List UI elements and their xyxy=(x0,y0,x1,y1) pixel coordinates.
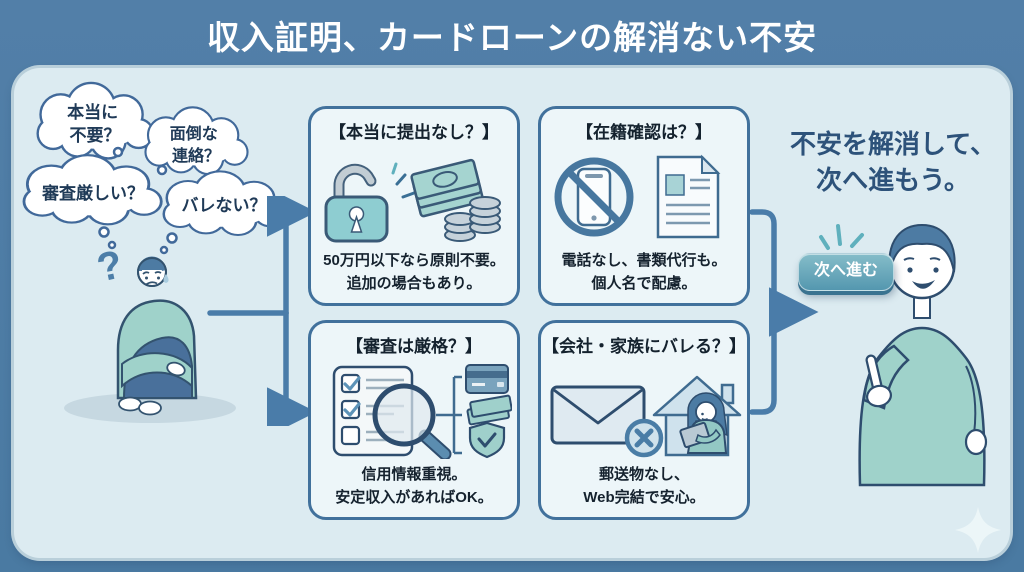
page-title: 収入証明、カードローンの解消ない不安 xyxy=(206,19,818,56)
heading-line: 不安を解消して、 xyxy=(790,129,996,159)
card-text-line: 郵送物なし、 xyxy=(598,466,689,483)
heading-line: 次へ進もう。 xyxy=(816,165,970,195)
closing-heading: 不安を解消して、 次へ進もう。 xyxy=(770,126,1016,198)
svg-text:面倒な 連絡？: 面倒な 連絡？ xyxy=(170,124,222,165)
svg-text:審査厳しい？: 審査厳しい？ xyxy=(41,183,144,203)
seated-person xyxy=(116,256,198,416)
svg-text:バレない？: バレない？ xyxy=(182,196,267,215)
credit-card-icon xyxy=(465,363,509,394)
svg-text:本当に 不要？: 本当に 不要？ xyxy=(67,102,123,145)
home-with-tablet-icon xyxy=(652,375,742,456)
card-title: 【本当に提出なし？】 xyxy=(329,123,499,142)
checklist-magnifier-icon xyxy=(332,365,452,459)
flow-arrows-left xyxy=(207,196,310,426)
main-panel: 本当に 不要？ 面倒な 連絡？ 審査厳しい？ バレない？ xyxy=(14,68,1010,558)
thought-bubble: 面倒な 連絡？ xyxy=(147,108,247,173)
next-step-button[interactable]: 次へ進む xyxy=(798,253,894,291)
sparkle-icon xyxy=(819,224,864,250)
cash-icon xyxy=(466,394,512,425)
bubble-trail-dots xyxy=(98,146,178,255)
document-icon xyxy=(656,154,721,238)
card-title: 【審査は厳格？】 xyxy=(346,337,482,356)
card-no-submission: 【本当に提出なし？】 xyxy=(308,106,520,306)
card-employment-check: 【在籍確認は？】 xyxy=(538,106,750,306)
flow-arrow-right xyxy=(749,209,819,415)
card-screening: 【審査は厳格？】 xyxy=(308,320,520,520)
thought-bubble: 審査厳しい？ xyxy=(25,156,159,223)
no-phone-call-icon xyxy=(554,157,634,236)
card-text-line: Web完結で安心。 xyxy=(583,488,705,506)
banknotes-and-coins-icon xyxy=(410,158,501,242)
card-privacy: 【会社・家族にバレる？】 xyxy=(538,320,750,520)
card-text-line: 個人名で配慮。 xyxy=(591,274,697,292)
question-mark: ? xyxy=(93,242,126,290)
shield-check-icon xyxy=(468,421,506,458)
card-text-line: 信用情報重視。 xyxy=(361,466,467,483)
no-mail-icon xyxy=(550,385,664,457)
card-text-line: 50万円以下なら原則不要。 xyxy=(323,252,505,269)
thought-bubble: バレない？ xyxy=(165,172,284,234)
worried-person-illustration: 本当に 不要？ 面倒な 連絡？ 審査厳しい？ バレない？ xyxy=(14,68,314,423)
card-text-line: 追加の場合もあり。 xyxy=(346,274,482,292)
open-padlock-icon xyxy=(324,162,416,242)
thought-bubble: 本当に 不要？ xyxy=(39,84,152,157)
card-title: 【在籍確認は？】 xyxy=(576,123,712,142)
diamond-sparkle-icon xyxy=(955,507,1001,553)
pointing-man-illustration xyxy=(858,223,988,487)
bracket-line xyxy=(436,375,462,454)
sweat-drop-icon xyxy=(163,274,169,283)
card-text-line: 安定収入があればOK。 xyxy=(335,488,493,506)
card-text-line: 電話なし、書類代行も。 xyxy=(561,252,727,269)
card-title: 【会社・家族にバレる？】 xyxy=(542,337,746,356)
